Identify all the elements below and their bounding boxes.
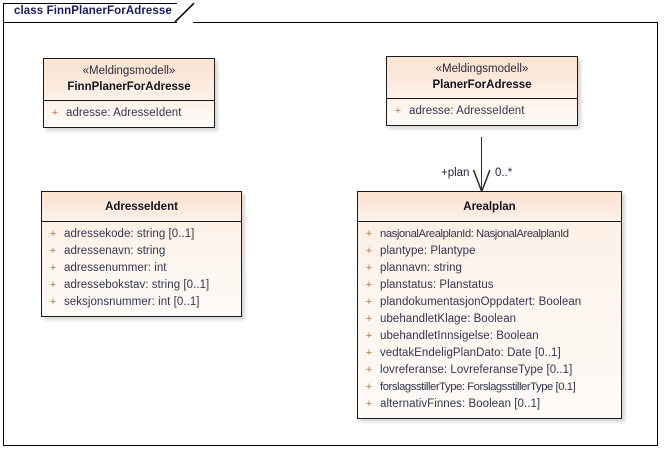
attribute-row: + seksjonsnummer: int [0..1] (42, 294, 241, 311)
diagram-title-tab (3, 3, 177, 23)
attribute-label: lovreferanse: LovreferanseType [0..1] (380, 364, 573, 376)
class-attributes-arealplan: + nasjonalArealplanId: NasjonalArealplan… (358, 222, 621, 418)
visibility-marker: + (365, 296, 373, 308)
attribute-row: + adressenavn: string (42, 243, 241, 260)
association-role-label: +plan (441, 167, 470, 179)
class-stereotype: «Meldingsmodell» (435, 63, 529, 75)
attribute-label: nasjonalArealplanId: NasjonalArealplanId (380, 228, 569, 240)
visibility-marker: + (365, 381, 373, 393)
class-title: PlanerForAdresse (432, 79, 532, 91)
attribute-row: + forslagsstillerType: ForslagsstillerTy… (358, 379, 621, 396)
attribute-label: ubehandletKlage: Boolean (380, 313, 517, 325)
attribute-row: + adressekode: string [0..1] (42, 226, 241, 243)
association-line-planer-to-arealplan[interactable] (481, 137, 483, 191)
visibility-marker: + (365, 330, 373, 342)
attribute-label: adresse: AdresseIdent (66, 107, 182, 119)
attribute-row: + vedtakEndeligPlanDato: Date [0..1] (358, 345, 621, 362)
attribute-label: adresse: AdresseIdent (409, 105, 525, 117)
attribute-row: + ubehandletKlage: Boolean (358, 311, 621, 328)
visibility-marker: + (365, 347, 373, 359)
association-multiplicity-label: 0..* (495, 167, 513, 179)
visibility-marker: + (365, 398, 373, 410)
diagram-tab-notch-icon (174, 2, 195, 23)
attribute-label: vedtakEndeligPlanDato: Date [0..1] (380, 347, 561, 359)
class-attributes-planer-for-adresse: + adresse: AdresseIdent (387, 99, 577, 125)
attribute-row: + adresse: AdresseIdent (387, 103, 577, 120)
diagram-title: class FinnPlanerForAdresse (14, 5, 172, 17)
attribute-row: + alternativFinnes: Boolean [0..1] (358, 396, 621, 413)
attribute-label: alternativFinnes: Boolean [0..1] (380, 398, 541, 410)
visibility-marker: + (365, 262, 373, 274)
attribute-row: + adressenummer: int (42, 260, 241, 277)
diagram-frame-top-edge (193, 22, 658, 23)
class-header-planer-for-adresse: «Meldingsmodell» PlanerForAdresse (387, 57, 577, 99)
class-header-adresse-ident: AdresseIdent (42, 192, 241, 222)
class-header-finn-planer-for-adresse: «Meldingsmodell» FinnPlanerForAdresse (44, 59, 214, 101)
visibility-marker: + (49, 228, 57, 240)
class-title: Arealplan (463, 201, 516, 213)
class-stereotype: «Meldingsmodell» (82, 65, 176, 77)
visibility-marker: + (49, 262, 57, 274)
visibility-marker: + (365, 364, 373, 376)
attribute-label: adressekode: string [0..1] (64, 228, 195, 240)
attribute-label: forslagsstillerType: ForslagsstillerType… (380, 381, 576, 393)
attribute-label: adressenummer: int (64, 262, 167, 274)
visibility-marker: + (365, 228, 373, 240)
class-title: FinnPlanerForAdresse (67, 81, 191, 93)
attribute-row: + planstatus: Planstatus (358, 277, 621, 294)
class-title: AdresseIdent (105, 201, 178, 213)
attribute-row: + plandokumentasjonOppdatert: Boolean (358, 294, 621, 311)
visibility-marker: + (365, 279, 373, 291)
class-attributes-finn-planer-for-adresse: + adresse: AdresseIdent (44, 101, 214, 127)
class-box-adresse-ident[interactable]: AdresseIdent + adressekode: string [0..1… (41, 191, 242, 317)
attribute-label: ubehandletInnsigelse: Boolean (380, 330, 539, 342)
diagram-frame (3, 22, 658, 446)
class-box-planer-for-adresse[interactable]: «Meldingsmodell» PlanerForAdresse + adre… (386, 56, 578, 126)
attribute-row: + nasjonalArealplanId: NasjonalArealplan… (358, 226, 621, 243)
attribute-label: planstatus: Planstatus (380, 279, 494, 291)
attribute-label: adressebokstav: string [0..1] (64, 279, 210, 291)
visibility-marker: + (51, 107, 59, 119)
class-header-arealplan: Arealplan (358, 192, 621, 222)
visibility-marker: + (394, 105, 402, 117)
visibility-marker: + (365, 245, 373, 257)
visibility-marker: + (49, 279, 57, 291)
attribute-label: seksjonsnummer: int [0..1] (64, 296, 200, 308)
attribute-label: plannavn: string (380, 262, 462, 274)
attribute-row: + plantype: Plantype (358, 243, 621, 260)
class-attributes-adresse-ident: + adressekode: string [0..1] + adressena… (42, 222, 241, 316)
attribute-label: adressenavn: string (64, 245, 166, 257)
attribute-row: + adressebokstav: string [0..1] (42, 277, 241, 294)
attribute-label: plantype: Plantype (380, 245, 476, 257)
visibility-marker: + (365, 313, 373, 325)
attribute-row: + plannavn: string (358, 260, 621, 277)
attribute-label: plandokumentasjonOppdatert: Boolean (380, 296, 582, 308)
visibility-marker: + (49, 296, 57, 308)
attribute-row: + lovreferanse: LovreferanseType [0..1] (358, 362, 621, 379)
attribute-row: + ubehandletInnsigelse: Boolean (358, 328, 621, 345)
attribute-row: + adresse: AdresseIdent (44, 105, 214, 122)
class-box-finn-planer-for-adresse[interactable]: «Meldingsmodell» FinnPlanerForAdresse + … (43, 58, 215, 128)
visibility-marker: + (49, 245, 57, 257)
class-box-arealplan[interactable]: Arealplan + nasjonalArealplanId: Nasjona… (357, 191, 622, 419)
